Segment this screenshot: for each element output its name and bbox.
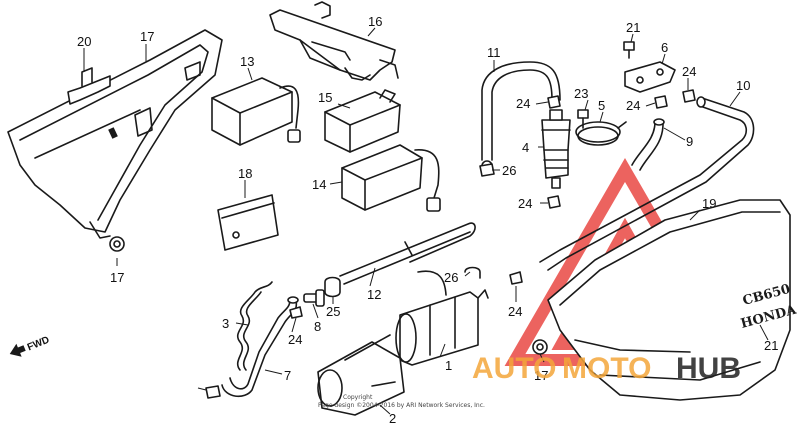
callout-24-a: 24 [516,96,530,111]
callout-18: 17 [140,29,154,44]
part-8-fitting [303,289,325,307]
part-24-clip-6 [509,271,523,285]
callout-7: 7 [284,368,291,383]
part-20-right-side-cover: CB650 HONDA [547,199,799,401]
part-17-grommet-right [532,339,548,355]
part-24-clip-3 [547,195,561,209]
watermark-hub: HUB [676,352,741,385]
part-10-hose [539,96,755,271]
callout-21-left: 20 [77,34,91,49]
fwd-direction-indicator: FWD [9,335,51,357]
callout-26-right: 26 [502,163,516,178]
part-26-clip-left [205,385,221,399]
arrow-left-icon [9,343,26,357]
callout-24-f: 24 [288,332,302,347]
part-15-box [324,89,401,153]
callout-11: 11 [487,45,501,60]
callout-5: 5 [598,98,605,113]
callout-13: 13 [240,54,254,69]
part-4-fuel-filter [541,109,571,189]
callout-25-right: 26 [444,270,458,285]
part-17-grommet-left [109,236,125,252]
callout-numbers: 20 17 17 13 16 15 14 18 11 24 4 26 24 23… [77,14,778,426]
fwd-label: FWD [26,335,51,354]
callout-24-c: 24 [682,64,696,79]
callout-14: 14 [312,177,326,192]
callout-17-left: 17 [110,270,124,285]
leader-lines [83,27,769,415]
watermark-text: AUTO MOTO HUB [472,352,741,385]
callout-3: 3 [222,316,229,331]
part-24-clip-1 [289,306,303,319]
callout-24-b: 24 [518,196,532,211]
callout-4: 4 [522,140,529,155]
part-18-left-side-cover [7,29,223,239]
callout-23: 23 [574,86,588,101]
copyright-notice: Copyright Page design ©2004-2016 by ARI … [318,394,485,409]
part-3-spring [236,281,273,371]
part-5-clamp [575,121,627,146]
callout-20: 19 [702,196,716,211]
part-12-hose [339,222,476,285]
callout-24-d: 24 [626,98,640,113]
callout-15: 15 [318,90,332,105]
watermark-moto: MOTO [562,352,651,385]
callout-8: 8 [314,319,321,334]
callout-10: 10 [736,78,750,93]
part-24-clip-4 [654,95,668,109]
part-6-bracket [624,61,676,93]
callout-6: 6 [661,40,668,55]
callout-24-e: 24 [508,304,522,319]
callout-25-left: 25 [326,304,340,319]
part-24-clip-2 [547,95,561,109]
part-24-clip-5 [682,89,696,103]
copyright-line-2: Page design ©2004-2016 by ARI Network Se… [318,402,485,409]
callout-17-right: 17 [534,368,548,383]
callout-22: 21 [626,20,640,35]
copyright-line-1: Copyright [343,394,373,401]
part-22-bolt [623,41,635,59]
part-25-clamp-a [324,276,341,298]
callout-2: 2 [389,411,396,426]
callout-16: 16 [368,14,382,29]
watermark-auto: AUTO [472,352,556,385]
part-19-plate [217,194,279,251]
part-16-bracket [269,1,399,81]
part-25-clamp-b [464,266,481,279]
callout-19: 18 [238,166,252,181]
callout-12: 12 [367,287,381,302]
callout-1: 1 [445,358,452,373]
part-13-box [211,77,301,146]
part-14-box [341,144,441,212]
part-26-clip-right [479,163,495,177]
part-23-screw [577,109,589,129]
callout-9: 9 [686,134,693,149]
part-9-hose [631,118,665,171]
part-21-clip-left [67,67,111,105]
part-2-sleeve [317,334,405,416]
callout-21-right: 21 [764,338,778,353]
